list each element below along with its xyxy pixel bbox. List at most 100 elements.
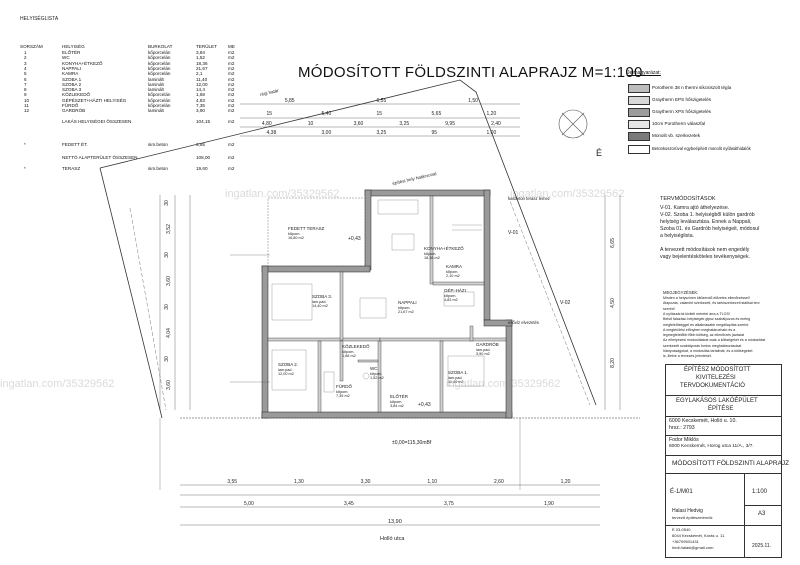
room-area: 4,83 <box>196 97 205 103</box>
col-room-header: HELYISÉG <box>62 44 85 49</box>
legend-label: Betonkoszorúval egybeépített monolit nyí… <box>652 146 751 151</box>
legend-label: 10cm Porotherm válaszfal <box>652 121 706 126</box>
total-floor: sim.beton <box>148 142 168 147</box>
room-area: 1,68 <box>196 92 205 98</box>
right-dimension: 8,20 <box>609 358 616 368</box>
room-number: 11 <box>24 103 29 108</box>
site-address: 6000 Kecskemét, Holló u. 10. <box>669 418 737 424</box>
total-unit: m2 <box>228 155 235 160</box>
total-star: * <box>24 142 26 147</box>
plan-room-floor: lam.pad. <box>448 376 463 380</box>
top-dimension: 15 <box>266 111 273 117</box>
room-floor: kőporcelán <box>148 50 171 55</box>
plan-room-floor: lam.pad. <box>476 348 491 352</box>
room-name: GÉPÉSZET+HÁZTI HELYISÉG <box>62 97 127 103</box>
total-label: NETTÓ ALAPTERÜLET ÖSSZESEN <box>62 155 138 160</box>
plan-room-area: 21,67 m2 <box>398 310 414 314</box>
col-floor-header: BURKOLAT <box>148 44 173 49</box>
sheet-title: MÓDOSÍTOTT FÖLDSZINTI ALAPRAJZ <box>672 460 790 467</box>
top-dimension: 4,38 <box>266 130 277 136</box>
top-dimension: 5,40 <box>321 111 332 117</box>
plan-room-name: FEDETT TERASZ <box>288 226 325 231</box>
plan-room-name: SZOBA 3. <box>312 294 333 299</box>
room-unit: m2 <box>228 81 235 87</box>
bottom-dimension: 1,90 <box>544 501 554 507</box>
building-line-right <box>507 195 591 406</box>
note-line: Minden a helyszínen kitűzendő előzetes e… <box>663 296 750 300</box>
covered-terrace-outline <box>267 197 366 267</box>
plot-boundary-left <box>99 167 163 419</box>
top-dimension: 1,20 <box>486 111 497 117</box>
total-label: TERASZ <box>62 166 81 171</box>
left-dimension: 3,60 <box>165 380 172 390</box>
top-dimension: 15 <box>376 111 383 117</box>
legend-label: Graytherm XPS hőszigetelés <box>652 109 711 114</box>
room-floor: laminált <box>148 108 164 114</box>
note-line: Alapozás, valamint szerkezeti, és tartós… <box>663 301 760 306</box>
plan-room-area: 3,90 m2 <box>476 352 490 356</box>
room-number: 3 <box>24 60 27 66</box>
left-dimension: 3,60 <box>165 276 172 286</box>
bottom-dimension: 3,30 <box>360 479 371 485</box>
col-unit-header: ME <box>228 44 235 49</box>
room-name: SZOBA 2 <box>62 81 82 87</box>
note-line: A megtérülési előnyben meghatározható és… <box>663 327 736 332</box>
legend-label: Graytherm EPS hőszigetelés <box>652 97 711 102</box>
left-dimension: 30 <box>163 252 170 258</box>
furniture <box>271 199 485 393</box>
notes-title: MEGJEGYZÉSEK: <box>663 290 699 295</box>
site-hrsz: hrsz.: 2793 <box>669 425 695 431</box>
plan-room-floor: kőpom. <box>342 350 355 354</box>
top-dimension: 3,25 <box>399 121 410 127</box>
room-number: 4 <box>24 65 27 71</box>
room-floor: kőporcelán <box>148 92 171 98</box>
room-name: WC <box>62 55 70 61</box>
north-arrow-icon <box>558 109 588 139</box>
modification-line: helyiség leválasztása. Ennek a Nappali, <box>660 219 752 225</box>
top-dimension: 1,50 <box>468 98 478 104</box>
plan-room-floor: kőpom. <box>446 270 459 274</box>
note-line: megfelelőséggel és alkalmasabb megállapí… <box>663 322 750 327</box>
plan-room-floor: kőpom. <box>444 294 457 298</box>
exterior-walls <box>261 189 513 419</box>
room-number: 2 <box>24 55 27 61</box>
top-dimension: 9,95 <box>445 121 455 127</box>
room-unit: m2 <box>228 50 235 55</box>
watermark-4: ingatlan.com/35329562 <box>446 378 561 390</box>
plan-room-floor: kőpom. <box>336 390 349 394</box>
room-number: 8 <box>24 87 27 93</box>
modification-line: A tervezett módosítások nem engedély <box>660 247 750 253</box>
left-dimension: 3,52 <box>165 224 172 234</box>
plan-room-name: KONYHA+ÉTKEZŐ <box>424 246 464 251</box>
room-number: 5 <box>24 71 27 77</box>
plan-room-floor: lam.pad. <box>312 300 327 304</box>
modification-line: a helyiséglista. <box>660 233 695 239</box>
sheet-scale: 1:100 <box>752 489 768 495</box>
plan-room-floor: kőpom. <box>288 232 301 236</box>
note-line: szerkezeti szabályozás fontos meghatároz… <box>663 343 742 348</box>
room-area: 18,36 <box>196 60 208 66</box>
plan-room-floor: kőpom. <box>424 252 437 256</box>
building-line-left <box>129 207 167 411</box>
room-name: KONYHA+ÉTKEZŐ <box>62 60 103 66</box>
legend-swatch <box>628 145 650 154</box>
right-dimension: 6,65 <box>609 238 616 248</box>
bottom-dimension: 3,45 <box>344 501 354 507</box>
room-unit: m2 <box>228 60 235 66</box>
room-unit: m2 <box>228 71 235 77</box>
legend-title: Jelmagyarázat: <box>627 70 661 76</box>
plan-room-area: 2,10 m2 <box>446 274 460 278</box>
plan-room-name: NAPPALI <box>398 300 417 305</box>
modifications-title: TERVMÓDOSÍTÁSOK <box>660 196 716 202</box>
dimension-lines <box>159 103 621 526</box>
top-dimension: 3,00 <box>321 130 332 136</box>
top-dimension: 95 <box>431 130 438 136</box>
total-area: 19,60 <box>196 166 208 171</box>
legend-label: Monolit vb. szerkezetek <box>652 133 700 138</box>
room-name: NAPPALI <box>62 65 82 71</box>
total-area: 3,85 <box>196 142 205 147</box>
designer-email: hedi.halasi@gmail.com <box>672 545 714 550</box>
plan-room-name: SZOBA 1. <box>448 370 469 375</box>
plan-room-area: 11,40 m2 <box>448 380 464 384</box>
bottom-dimension: 1,10 <box>427 479 438 485</box>
